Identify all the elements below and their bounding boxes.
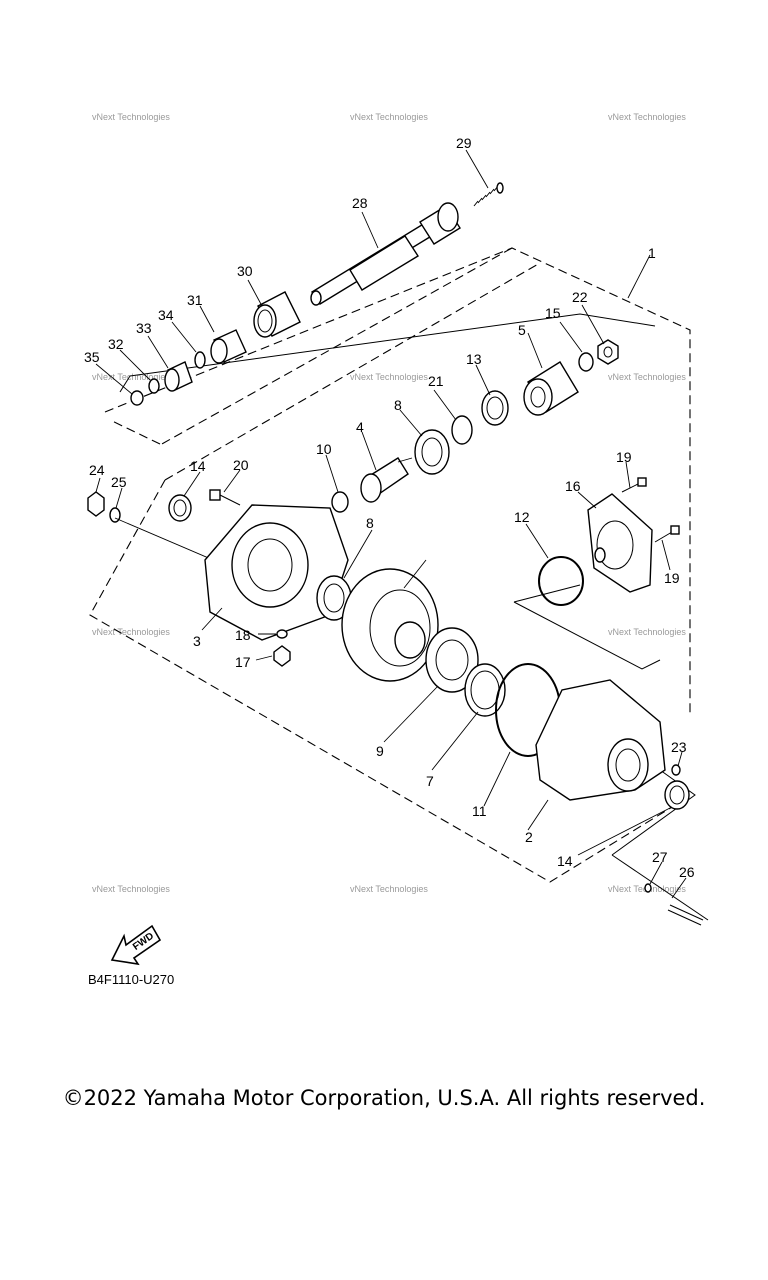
- shaft-part-28: [310, 202, 461, 306]
- callout-label: 10: [316, 441, 332, 457]
- bearing-part-9: [425, 627, 479, 693]
- pin-part-26: [667, 904, 704, 926]
- watermark: vNext Technologies: [92, 372, 170, 382]
- watermark: vNext Technologies: [92, 112, 170, 122]
- bearing-part-33: [164, 361, 193, 392]
- watermark: vNext Technologies: [350, 112, 428, 122]
- watermark: vNext Technologies: [350, 884, 428, 894]
- collar-part-31: [210, 329, 247, 364]
- callout-label: 3: [193, 633, 201, 649]
- callout-label: 33: [136, 320, 152, 336]
- coupling-part-30: [253, 291, 301, 338]
- o-ring-part-12: [538, 556, 584, 606]
- callout-label: 16: [565, 478, 581, 494]
- washer-part-25: [109, 507, 121, 523]
- callout-label: 8: [394, 397, 402, 413]
- callout-label: 2: [525, 829, 533, 845]
- copyright-notice: ©2022 Yamaha Motor Corporation, U.S.A. A…: [62, 1086, 706, 1110]
- callout-label: 7: [426, 773, 434, 789]
- watermark: vNext Technologies: [92, 884, 170, 894]
- leader-lines: [95, 149, 687, 899]
- callout-label: 19: [664, 570, 680, 586]
- callout-label: 21: [428, 373, 444, 389]
- washer-part-18: [276, 629, 288, 639]
- clip-part-27: [644, 883, 652, 893]
- bolt-part-19-lower: [654, 525, 680, 543]
- callout-label: 4: [356, 419, 364, 435]
- callout-label: 29: [456, 135, 472, 151]
- callout-label: 22: [572, 289, 588, 305]
- housing-part-2: [535, 679, 666, 801]
- bearing-part-8-upper: [414, 429, 450, 475]
- callout-label: 1: [648, 245, 656, 261]
- callout-label: 17: [235, 654, 251, 670]
- assembly-boundaries: [89, 247, 691, 883]
- callout-label: 12: [514, 509, 530, 525]
- ring-part-32: [148, 378, 160, 394]
- circlip-part-21: [451, 415, 473, 445]
- callout-label: 8: [366, 515, 374, 531]
- callouts: 1 2 3 4 5 7 8 8 9 10 11 12 13 14 14 15 1…: [84, 135, 695, 880]
- callout-label: 27: [652, 849, 668, 865]
- differential-part-6: [341, 568, 439, 682]
- callout-label: 35: [84, 349, 100, 365]
- watermark: vNext Technologies: [92, 627, 170, 637]
- callout-label: 32: [108, 336, 124, 352]
- callout-label: 5: [518, 322, 526, 338]
- callout-label: 26: [679, 864, 695, 880]
- diagram-code: B4F1110-U270: [88, 972, 175, 987]
- fwd-arrow-icon: FWD: [110, 924, 162, 966]
- group-lines: [119, 313, 709, 921]
- bearing-part-10: [331, 491, 349, 513]
- pinion-part-4: [360, 457, 413, 503]
- plug-part-17: [273, 645, 291, 667]
- callout-label: 9: [376, 743, 384, 759]
- callout-label: 31: [187, 292, 203, 308]
- ring-part-34: [194, 351, 206, 369]
- callout-label: 14: [190, 458, 206, 474]
- seal-part-14-right: [664, 780, 690, 810]
- callout-label: 24: [89, 462, 105, 478]
- watermark: vNext Technologies: [608, 627, 686, 637]
- callout-label: 11: [472, 803, 487, 819]
- cover-part-16: [587, 493, 653, 593]
- callout-label: 20: [233, 457, 249, 473]
- callout-label: 19: [616, 449, 632, 465]
- callout-label: 15: [545, 305, 561, 321]
- watermark: vNext Technologies: [350, 372, 428, 382]
- callout-label: 28: [352, 195, 368, 211]
- oil-seal-part-13: [481, 390, 509, 426]
- case-part-3: [204, 504, 349, 641]
- pin-part-23: [671, 764, 681, 776]
- nut-part-24: [87, 491, 105, 517]
- plug-part-35: [130, 390, 144, 406]
- callout-label: 34: [158, 307, 174, 323]
- callout-label: 25: [111, 474, 127, 490]
- washer-part-15: [578, 352, 594, 372]
- callout-label: 30: [237, 263, 253, 279]
- watermark: vNext Technologies: [608, 112, 686, 122]
- seal-part-14-left: [168, 494, 192, 522]
- callout-label: 13: [466, 351, 482, 367]
- spring-part-29: [473, 182, 504, 207]
- gear-part-5: [523, 361, 579, 416]
- bolt-part-20: [209, 489, 241, 506]
- callout-label: 18: [235, 627, 251, 643]
- watermark: vNext Technologies: [608, 372, 686, 382]
- callout-label: 23: [671, 739, 687, 755]
- nut-part-22: [597, 339, 619, 365]
- callout-label: 14: [557, 853, 573, 869]
- bolt-part-19-upper: [621, 477, 647, 493]
